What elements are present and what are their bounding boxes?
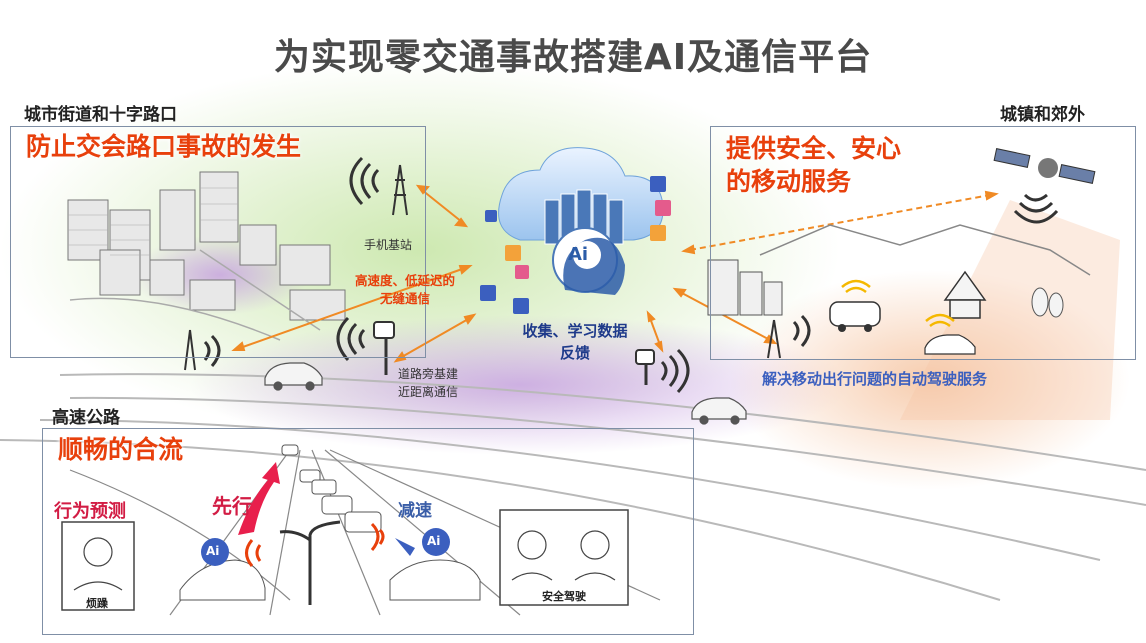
roadside-label-line1: 道路旁基建 (398, 367, 459, 381)
suburb-panel (710, 126, 1136, 360)
mountains-icon (759, 224, 1091, 276)
roadside-unit-icon (635, 348, 690, 394)
highway-cars-icon (179, 444, 481, 601)
city-panel (10, 126, 426, 358)
highway-panel (42, 428, 694, 635)
decel-arrow-icon (395, 538, 415, 556)
house-icon (943, 270, 987, 319)
page-title: 为实现零交通事故搭建AI及通信平台 (273, 37, 873, 78)
behavior-prediction-label: 行为预测 (54, 501, 126, 522)
satellite-icon (993, 148, 1096, 224)
road-lines (0, 373, 1146, 601)
communication-label-line1: 高速度、低延迟的 (354, 273, 455, 288)
signal-waves-icon (349, 156, 380, 206)
ai-badge-label-right: Ai (427, 534, 441, 548)
city-section-label: 城市街道和十字路口 (24, 105, 177, 125)
data-collection-label: 收集、学习数据 反馈 (500, 320, 650, 364)
data-collection-line1: 收集、学习数据 (522, 322, 628, 340)
ai-cloud-platform-icon (498, 147, 664, 295)
shuttle-bus-icon (829, 279, 881, 332)
suburb-section-label: 城镇和郊外 (1000, 105, 1085, 125)
roadside-unit-icon (336, 316, 395, 375)
city-headline: 防止交会路口事故的发生 (26, 132, 302, 161)
car-icon (264, 362, 323, 391)
suburb-headline-line1: 提供安全、安心 (726, 134, 902, 163)
irritated-driver-panel (61, 521, 135, 611)
cell-tower-icon (767, 319, 781, 359)
priority-label: 先行 (212, 494, 252, 518)
data-collection-line2: 反馈 (559, 344, 590, 362)
suburb-headline-line2: 的移动服务 (726, 167, 852, 196)
communication-label: 高速度、低延迟的 无缝通信 (340, 272, 470, 308)
trees-icon (1031, 287, 1064, 318)
ai-cloud-label: Ai (568, 244, 589, 265)
city-buildings-icon (67, 171, 346, 321)
purple-zone (190, 315, 850, 455)
highway-headline: 顺畅的合流 (58, 435, 184, 464)
ai-badge-icon (201, 528, 450, 566)
street-lamp-icon (279, 520, 341, 605)
orange-zone (730, 270, 1130, 490)
cell-tower-icon (392, 164, 408, 216)
ai-badge-label-left: Ai (206, 544, 220, 558)
highway-section-label: 高速公路 (52, 408, 120, 428)
calm-drivers-panel (499, 509, 629, 606)
irritated-caption: 烦躁 (86, 597, 108, 610)
car-icon (691, 397, 747, 425)
suburb-headline: 提供安全、安心 的移动服务 (726, 132, 901, 198)
base-station-label: 手机基站 (364, 238, 413, 252)
roadside-label: 道路旁基建 近距离通信 (398, 365, 458, 401)
cell-tower-icon (184, 329, 196, 371)
communication-label-line2: 无缝通信 (379, 291, 430, 306)
safe-driving-caption: 安全驾驶 (542, 590, 586, 603)
deceleration-label: 减速 (398, 501, 432, 521)
signal-waves-icon (245, 522, 385, 567)
orange-beam (900, 200, 1120, 420)
car-icon (924, 313, 976, 355)
autonomous-service-text: 解决移动出行问题的自动驾驶服务 (762, 370, 988, 388)
buildings-icon (707, 259, 783, 316)
app-icon (480, 176, 671, 314)
roadside-label-line2: 近距离通信 (398, 385, 459, 399)
signal-waves-icon (792, 314, 811, 347)
merge-arrow-icon (238, 462, 280, 535)
signal-waves-icon (203, 334, 221, 367)
